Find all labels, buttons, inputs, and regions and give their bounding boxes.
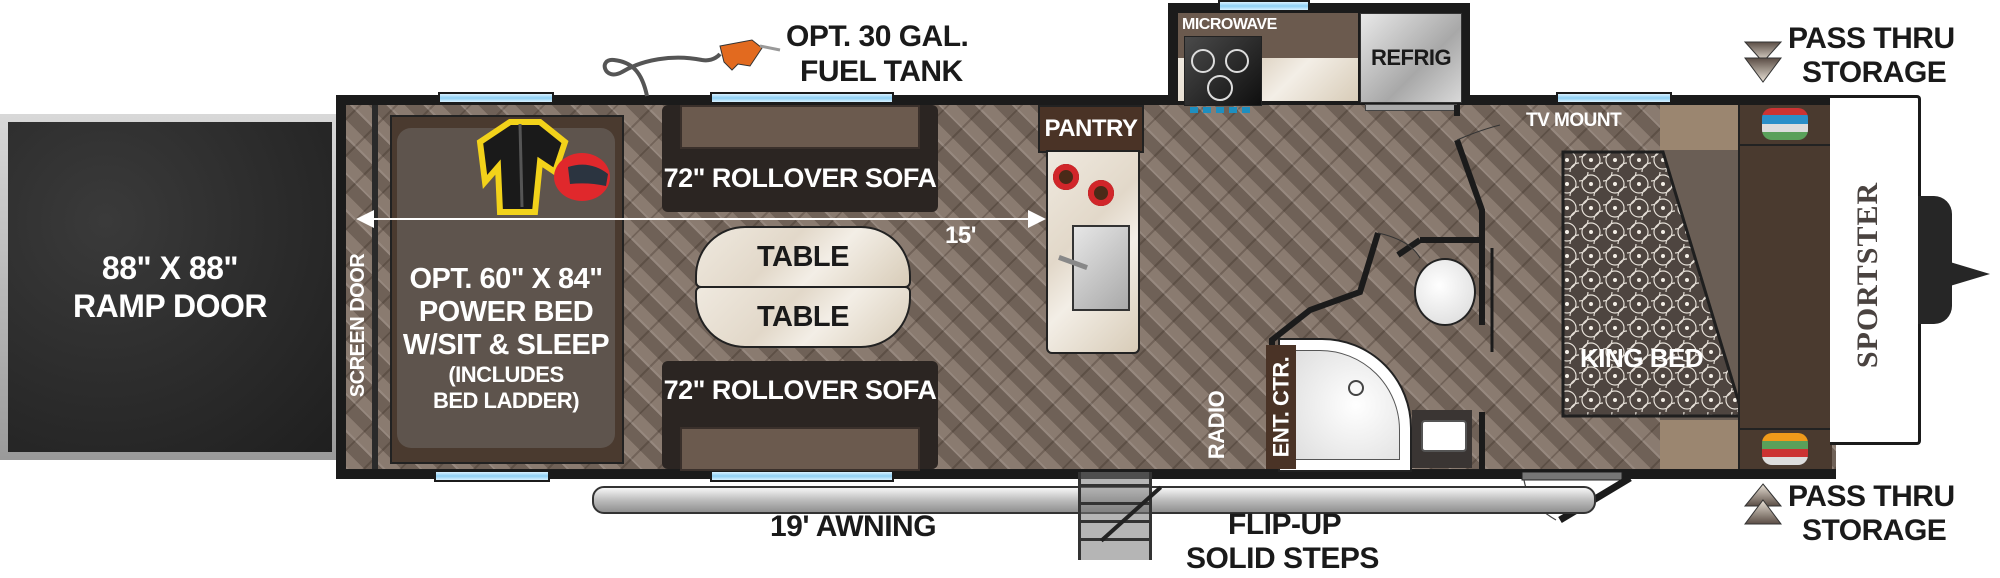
refrigerator[interactable]: REFRIG bbox=[1360, 13, 1462, 103]
hitch-tongue bbox=[1950, 262, 1990, 286]
radio[interactable]: RADIO bbox=[1204, 390, 1230, 460]
steps-label-line1: FLIP-UP bbox=[1228, 508, 1342, 541]
cup-icon bbox=[1053, 164, 1079, 190]
brand-label: SPORTSTER bbox=[1851, 181, 1884, 369]
front-closet bbox=[1738, 105, 1832, 469]
microwave-label: MICROWAVE bbox=[1182, 16, 1277, 33]
window bbox=[710, 92, 894, 104]
burner-icon bbox=[1191, 49, 1215, 73]
hangers-icon bbox=[1762, 108, 1808, 140]
entertainment-center[interactable]: ENT. CTR. bbox=[1266, 345, 1296, 469]
sofa-bottom[interactable]: 72" ROLLOVER SOFA bbox=[662, 361, 938, 471]
arrow-up-icon bbox=[1743, 483, 1783, 525]
table-bottom-label: TABLE bbox=[756, 300, 850, 333]
pass-thru-bottom-label-line1: PASS THRU bbox=[1788, 480, 1955, 513]
power-bed-note-label: (INCLUDES bbox=[448, 361, 564, 387]
nightstand-bottom bbox=[1660, 420, 1740, 469]
table-top[interactable]: TABLE bbox=[695, 226, 911, 288]
burner-icon bbox=[1207, 75, 1233, 101]
sofa-top-label: 72" ROLLOVER SOFA bbox=[663, 163, 937, 193]
power-bed-size-label: OPT. 60" X 84" bbox=[409, 262, 603, 295]
window bbox=[710, 470, 894, 482]
dimension-line bbox=[360, 218, 1036, 220]
power-bed-feature-label: W/SIT & SLEEP bbox=[402, 328, 610, 361]
arrow-down-icon bbox=[1743, 41, 1783, 83]
ramp-door-label: RAMP DOOR bbox=[72, 288, 268, 324]
ramp-door-size-label: 88" X 88" bbox=[101, 250, 239, 286]
bathroom-sink[interactable] bbox=[1421, 420, 1467, 452]
radio-label: RADIO bbox=[1204, 390, 1230, 460]
arrow-left-icon bbox=[356, 210, 374, 228]
power-bed-label: POWER BED bbox=[418, 295, 594, 328]
screen-door-rail bbox=[372, 105, 378, 469]
pantry[interactable]: PANTRY bbox=[1038, 105, 1144, 153]
screen-door[interactable]: SCREEN DOOR bbox=[346, 240, 372, 410]
window bbox=[438, 92, 554, 104]
drain-icon bbox=[1348, 380, 1364, 396]
burner-icon bbox=[1225, 49, 1249, 73]
fuel-tank-label-line2: FUEL TANK bbox=[800, 55, 963, 88]
toilet[interactable] bbox=[1414, 258, 1476, 326]
screen-door-label: SCREEN DOOR bbox=[347, 253, 370, 397]
king-bed[interactable] bbox=[1555, 148, 1745, 420]
arrow-right-icon bbox=[1028, 210, 1046, 228]
hangers-icon bbox=[1762, 433, 1808, 465]
pass-thru-top-label-line1: PASS THRU bbox=[1788, 22, 1955, 55]
closet-divider bbox=[1738, 144, 1830, 146]
pass-thru-top-label-line2: STORAGE bbox=[1802, 56, 1947, 89]
nightstand-top bbox=[1660, 105, 1740, 153]
window bbox=[1218, 0, 1310, 12]
flip-up-steps[interactable] bbox=[1078, 472, 1163, 560]
steps-label-line2: SOLID STEPS bbox=[1186, 542, 1379, 575]
fuel-nozzle-icon bbox=[602, 39, 781, 97]
pantry-label: PANTRY bbox=[1044, 115, 1139, 142]
awning-label: 19' AWNING bbox=[770, 510, 937, 543]
cup-icon bbox=[1088, 180, 1114, 206]
ent-ctr-label: ENT. CTR. bbox=[1268, 356, 1293, 458]
dimension-label: 15' bbox=[945, 222, 976, 249]
sofa-bottom-label: 72" ROLLOVER SOFA bbox=[663, 375, 937, 405]
brand-logo: SPORTSTER bbox=[1838, 160, 1898, 390]
pass-thru-bottom-label-line2: STORAGE bbox=[1802, 514, 1947, 547]
table-bottom[interactable]: TABLE bbox=[695, 286, 911, 348]
motorcycle-gear-icon bbox=[476, 119, 610, 215]
refrig-label: REFRIG bbox=[1370, 45, 1452, 70]
tv-mount-label: TV MOUNT bbox=[1526, 110, 1622, 131]
closet-divider bbox=[1738, 428, 1830, 430]
king-bed-label: KING BED bbox=[1580, 343, 1704, 373]
ramp-door: 88" X 88" RAMP DOOR bbox=[0, 114, 336, 460]
cooktop-controls bbox=[1190, 107, 1254, 113]
power-bed-note-label-2: BED LADDER) bbox=[432, 387, 580, 413]
table-top-label: TABLE bbox=[756, 240, 850, 273]
hitch bbox=[1918, 196, 1952, 324]
fuel-tank-label-line1: OPT. 30 GAL. bbox=[786, 20, 969, 53]
window bbox=[1556, 92, 1672, 104]
window bbox=[434, 470, 550, 482]
sofa-top[interactable]: 72" ROLLOVER SOFA bbox=[662, 105, 938, 212]
cooktop[interactable] bbox=[1184, 36, 1262, 106]
